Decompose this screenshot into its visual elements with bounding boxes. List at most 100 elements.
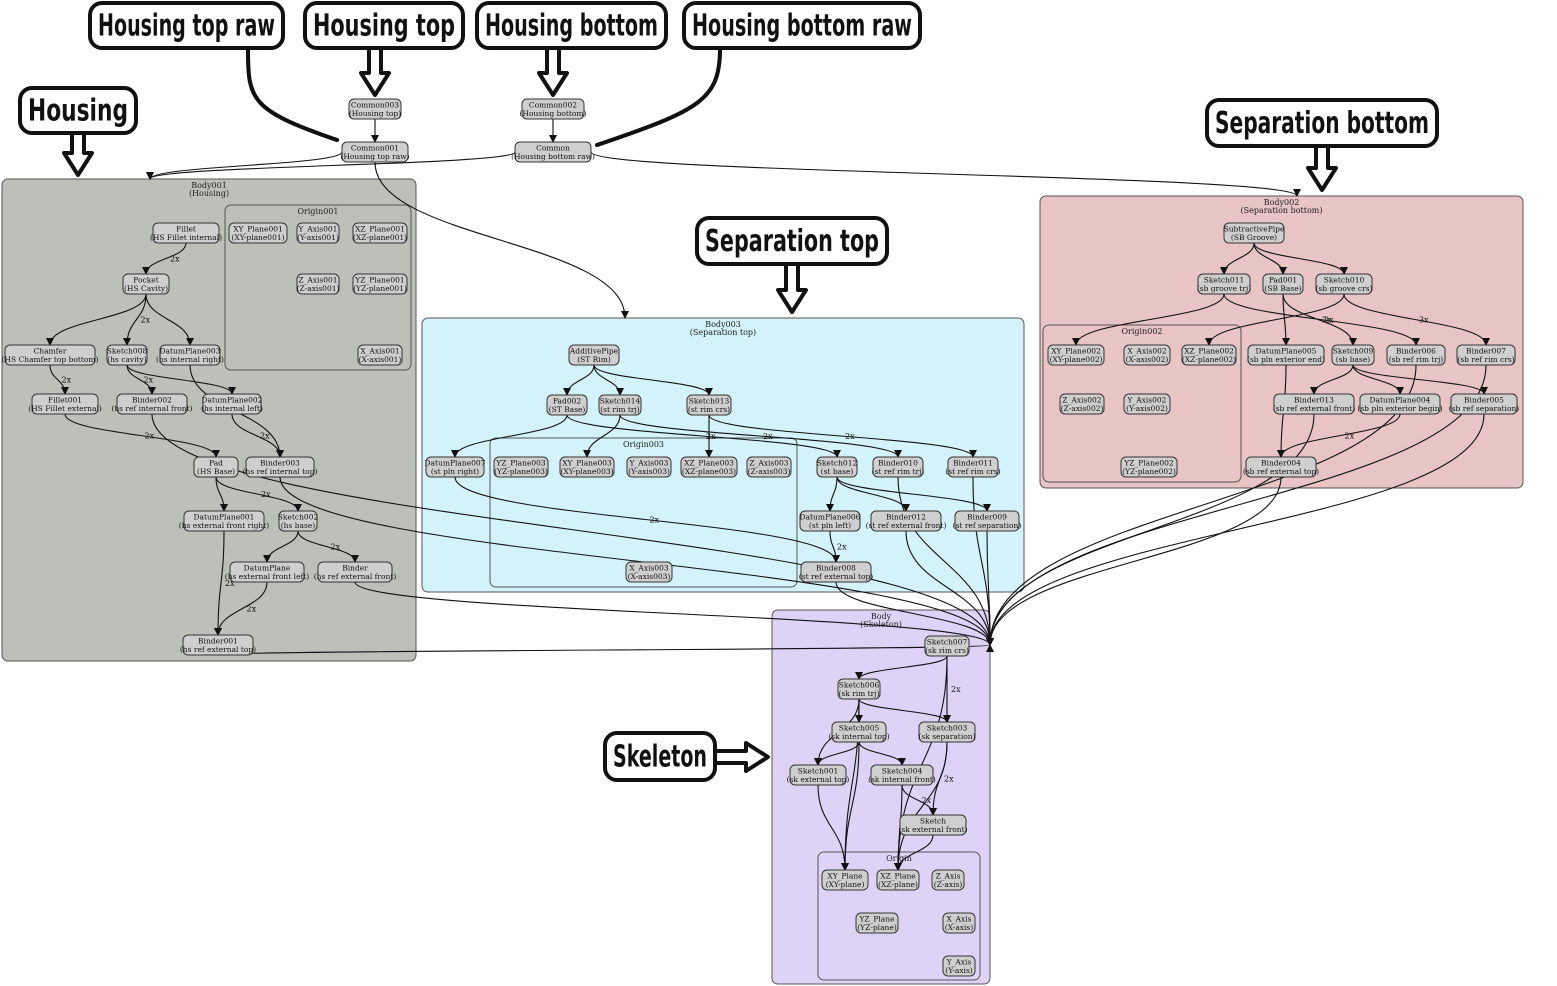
- node-sketch013[interactable]: Sketch013(st rim crs): [686, 394, 732, 416]
- node-sketch005[interactable]: Sketch005(sk internal top): [828, 721, 890, 743]
- node-yz_plane002[interactable]: YZ_Plane002(YZ-plane002): [1120, 456, 1178, 478]
- node-subtractivepipe[interactable]: SubtractivePipe(SB Groove): [1223, 222, 1285, 244]
- node-datumplane003[interactable]: DatumPlane003(hs internal right): [156, 344, 224, 366]
- node-xz_plane001[interactable]: XZ_Plane001(XZ-plane001): [352, 222, 408, 244]
- node-fillet001[interactable]: Fillet001(HS Fillet external): [28, 393, 102, 415]
- node-xz_plane003[interactable]: XZ_Plane003(XZ-plane003): [680, 456, 738, 478]
- node-sketch004[interactable]: Sketch004(sk internal front): [868, 764, 936, 786]
- node-y_axis001[interactable]: Y_Axis001(Y-axis001): [296, 222, 340, 244]
- edge-line: [1343, 293, 1490, 346]
- node-label: (Housing bottom): [520, 109, 587, 118]
- node-datumplane002[interactable]: DatumPlane002(hs internal left): [201, 393, 263, 415]
- node-common002[interactable]: Common002(Housing bottom): [520, 98, 587, 120]
- node-sketch002[interactable]: Sketch002(hs base): [278, 510, 319, 532]
- edge-sketch009-to-binder005: [1352, 364, 1488, 395]
- node-sketch006[interactable]: Sketch006(sk rim trj): [837, 678, 881, 700]
- callout-arrow: [776, 262, 808, 314]
- edge-line: [1277, 413, 1401, 458]
- node-box: [870, 764, 934, 786]
- node-binder002[interactable]: Binder002(hs ref internal front): [111, 393, 193, 415]
- node-name: YZ_Plane001: [354, 276, 404, 285]
- node-datumplane004[interactable]: DatumPlane004(sb pln exterior begin): [1357, 393, 1443, 415]
- node-binder011[interactable]: Binder011(st ref rim crs): [945, 456, 1001, 478]
- node-datumplane006[interactable]: DatumPlane006(st pln left): [799, 510, 861, 532]
- node-sketch014[interactable]: Sketch014(st rim trj): [598, 394, 642, 416]
- node-common001[interactable]: Common001(Housing top raw): [340, 141, 410, 163]
- node-box: [1120, 456, 1178, 478]
- node-box: [357, 344, 403, 366]
- node-common[interactable]: Common(Housing bottom raw): [511, 141, 595, 163]
- edge-binder005-to-body: [986, 413, 1485, 646]
- node-fillet[interactable]: Fillet(HS Fillet internal): [150, 222, 222, 244]
- node-xy_plane[interactable]: XY_Plane(XY-plane): [821, 869, 869, 891]
- node-sketch007[interactable]: Sketch007(sk rim crs): [924, 635, 970, 657]
- node-y_axis002[interactable]: Y_Axis002(Y-axis002): [1123, 393, 1171, 415]
- node-pocket[interactable]: Pocket(HS Cavity): [122, 273, 170, 295]
- node-label: (st base): [821, 467, 854, 476]
- node-y_axis[interactable]: Y_Axis(Y-axis): [942, 955, 976, 977]
- edge-label: 2x: [951, 685, 961, 694]
- node-datumplane005[interactable]: DatumPlane005(sb pln exterior end): [1247, 344, 1325, 366]
- node-sketch010[interactable]: Sketch010(sb groove crs): [1315, 273, 1373, 295]
- node-xz_plane002[interactable]: XZ_Plane002(XZ-plane002): [1181, 344, 1237, 366]
- node-x_axis002[interactable]: X_Axis002(X-axis002): [1123, 344, 1171, 366]
- node-name: Pad: [209, 459, 223, 468]
- node-binder003[interactable]: Binder003(hs ref internal top): [243, 456, 318, 478]
- node-pad002[interactable]: Pad002(ST Base): [546, 394, 588, 416]
- node-binder013[interactable]: Binder013(sb ref external front): [1273, 393, 1356, 415]
- node-z_axis002[interactable]: Z_Axis002(Z-axis002): [1059, 393, 1105, 415]
- node-box: [1273, 393, 1355, 415]
- edge-subtractivepipe-to-sketch011: [1220, 242, 1255, 275]
- node-xy_plane001[interactable]: XY_Plane001(XY-plane001): [228, 222, 288, 244]
- node-x_axis[interactable]: X_Axis(X-axis): [942, 912, 976, 934]
- node-binder007[interactable]: Binder007(sb ref rim crs): [1456, 344, 1516, 366]
- node-box: [931, 869, 965, 891]
- node-binder006[interactable]: Binder006(sb ref rim trj): [1386, 344, 1446, 366]
- node-pad001[interactable]: Pad001(SB Base): [1262, 273, 1304, 295]
- node-xy_plane003[interactable]: XY_Plane003(XY-plane003): [559, 456, 615, 478]
- node-additivepipe[interactable]: AdditivePipe(ST Rim): [568, 344, 620, 366]
- node-sketch011[interactable]: Sketch011(sb groove trj): [1197, 273, 1251, 295]
- node-binder008[interactable]: Binder008(st ref external top): [799, 561, 873, 583]
- node-y_axis003[interactable]: Y_Axis003(Y-axis003): [626, 456, 672, 478]
- node-z_axis[interactable]: Z_Axis(Z-axis): [931, 869, 965, 891]
- node-x_axis001[interactable]: X_Axis001(X-axis001): [357, 344, 403, 366]
- node-chamfer[interactable]: Chamfer(HS Chamfer top bottom): [2, 344, 99, 366]
- node-sketch008[interactable]: Sketch008(hs cavity): [106, 344, 148, 366]
- node-yz_plane003[interactable]: YZ_Plane003(YZ-plane003): [493, 456, 549, 478]
- node-binder010[interactable]: Binder010(st ref rim trj): [872, 456, 925, 478]
- node-box: [789, 764, 847, 786]
- node-yz_plane001[interactable]: YZ_Plane001(YZ-plane001): [352, 273, 408, 295]
- node-sketch009[interactable]: Sketch009(sb base): [1331, 344, 1375, 366]
- node-sketch001[interactable]: Sketch001(sk external top): [787, 764, 850, 786]
- node-datumplane007[interactable]: DatumPlane007(st pln right): [425, 456, 486, 478]
- node-name: Sketch006: [839, 681, 880, 690]
- node-sketch[interactable]: Sketch(sk external front): [898, 814, 968, 836]
- node-box: [831, 721, 887, 743]
- node-sketch012[interactable]: Sketch012(st base): [816, 456, 858, 478]
- node-label: (sb pln exterior end): [1247, 355, 1325, 364]
- node-common003[interactable]: Common003(Housing top): [348, 98, 402, 120]
- edge-line: [126, 364, 156, 395]
- node-label: (sb ref rim trj): [1389, 355, 1444, 364]
- node-binder[interactable]: Binder(hs ref external front): [314, 561, 397, 583]
- node-x_axis003[interactable]: X_Axis003(X-axis003): [625, 561, 673, 583]
- node-z_axis001[interactable]: Z_Axis001(Z-axis001): [296, 273, 340, 295]
- node-binder012[interactable]: Binder012(st ref external front): [866, 510, 947, 532]
- node-binder004[interactable]: Binder004(sb ref external top): [1243, 456, 1319, 478]
- node-z_axis003[interactable]: Z_Axis003(Z-axis003): [746, 456, 792, 478]
- node-binder005[interactable]: Binder005(sb ref separation): [1449, 393, 1520, 415]
- node-datumplane001[interactable]: DatumPlane001(hs external front right): [179, 510, 270, 532]
- node-pad[interactable]: Pad(HS Base): [193, 456, 239, 478]
- node-xz_plane[interactable]: XZ_Plane(XZ-plane): [876, 869, 920, 891]
- node-yz_plane[interactable]: YZ_Plane(YZ-plane): [855, 912, 899, 934]
- node-box: [1262, 273, 1304, 295]
- cluster-subtitle: (Separation top): [690, 328, 756, 337]
- node-xy_plane002[interactable]: XY_Plane002(XY-plane002): [1047, 344, 1105, 366]
- node-binder001[interactable]: Binder001(hs ref external top): [180, 634, 256, 656]
- node-sketch003[interactable]: Sketch003(sk separation): [918, 721, 976, 743]
- node-datumplane[interactable]: DatumPlane(hs external front left): [225, 561, 310, 583]
- node-binder009[interactable]: Binder009(st ref separation): [953, 510, 1022, 532]
- node-box: [425, 456, 485, 478]
- edge-line: [708, 414, 977, 458]
